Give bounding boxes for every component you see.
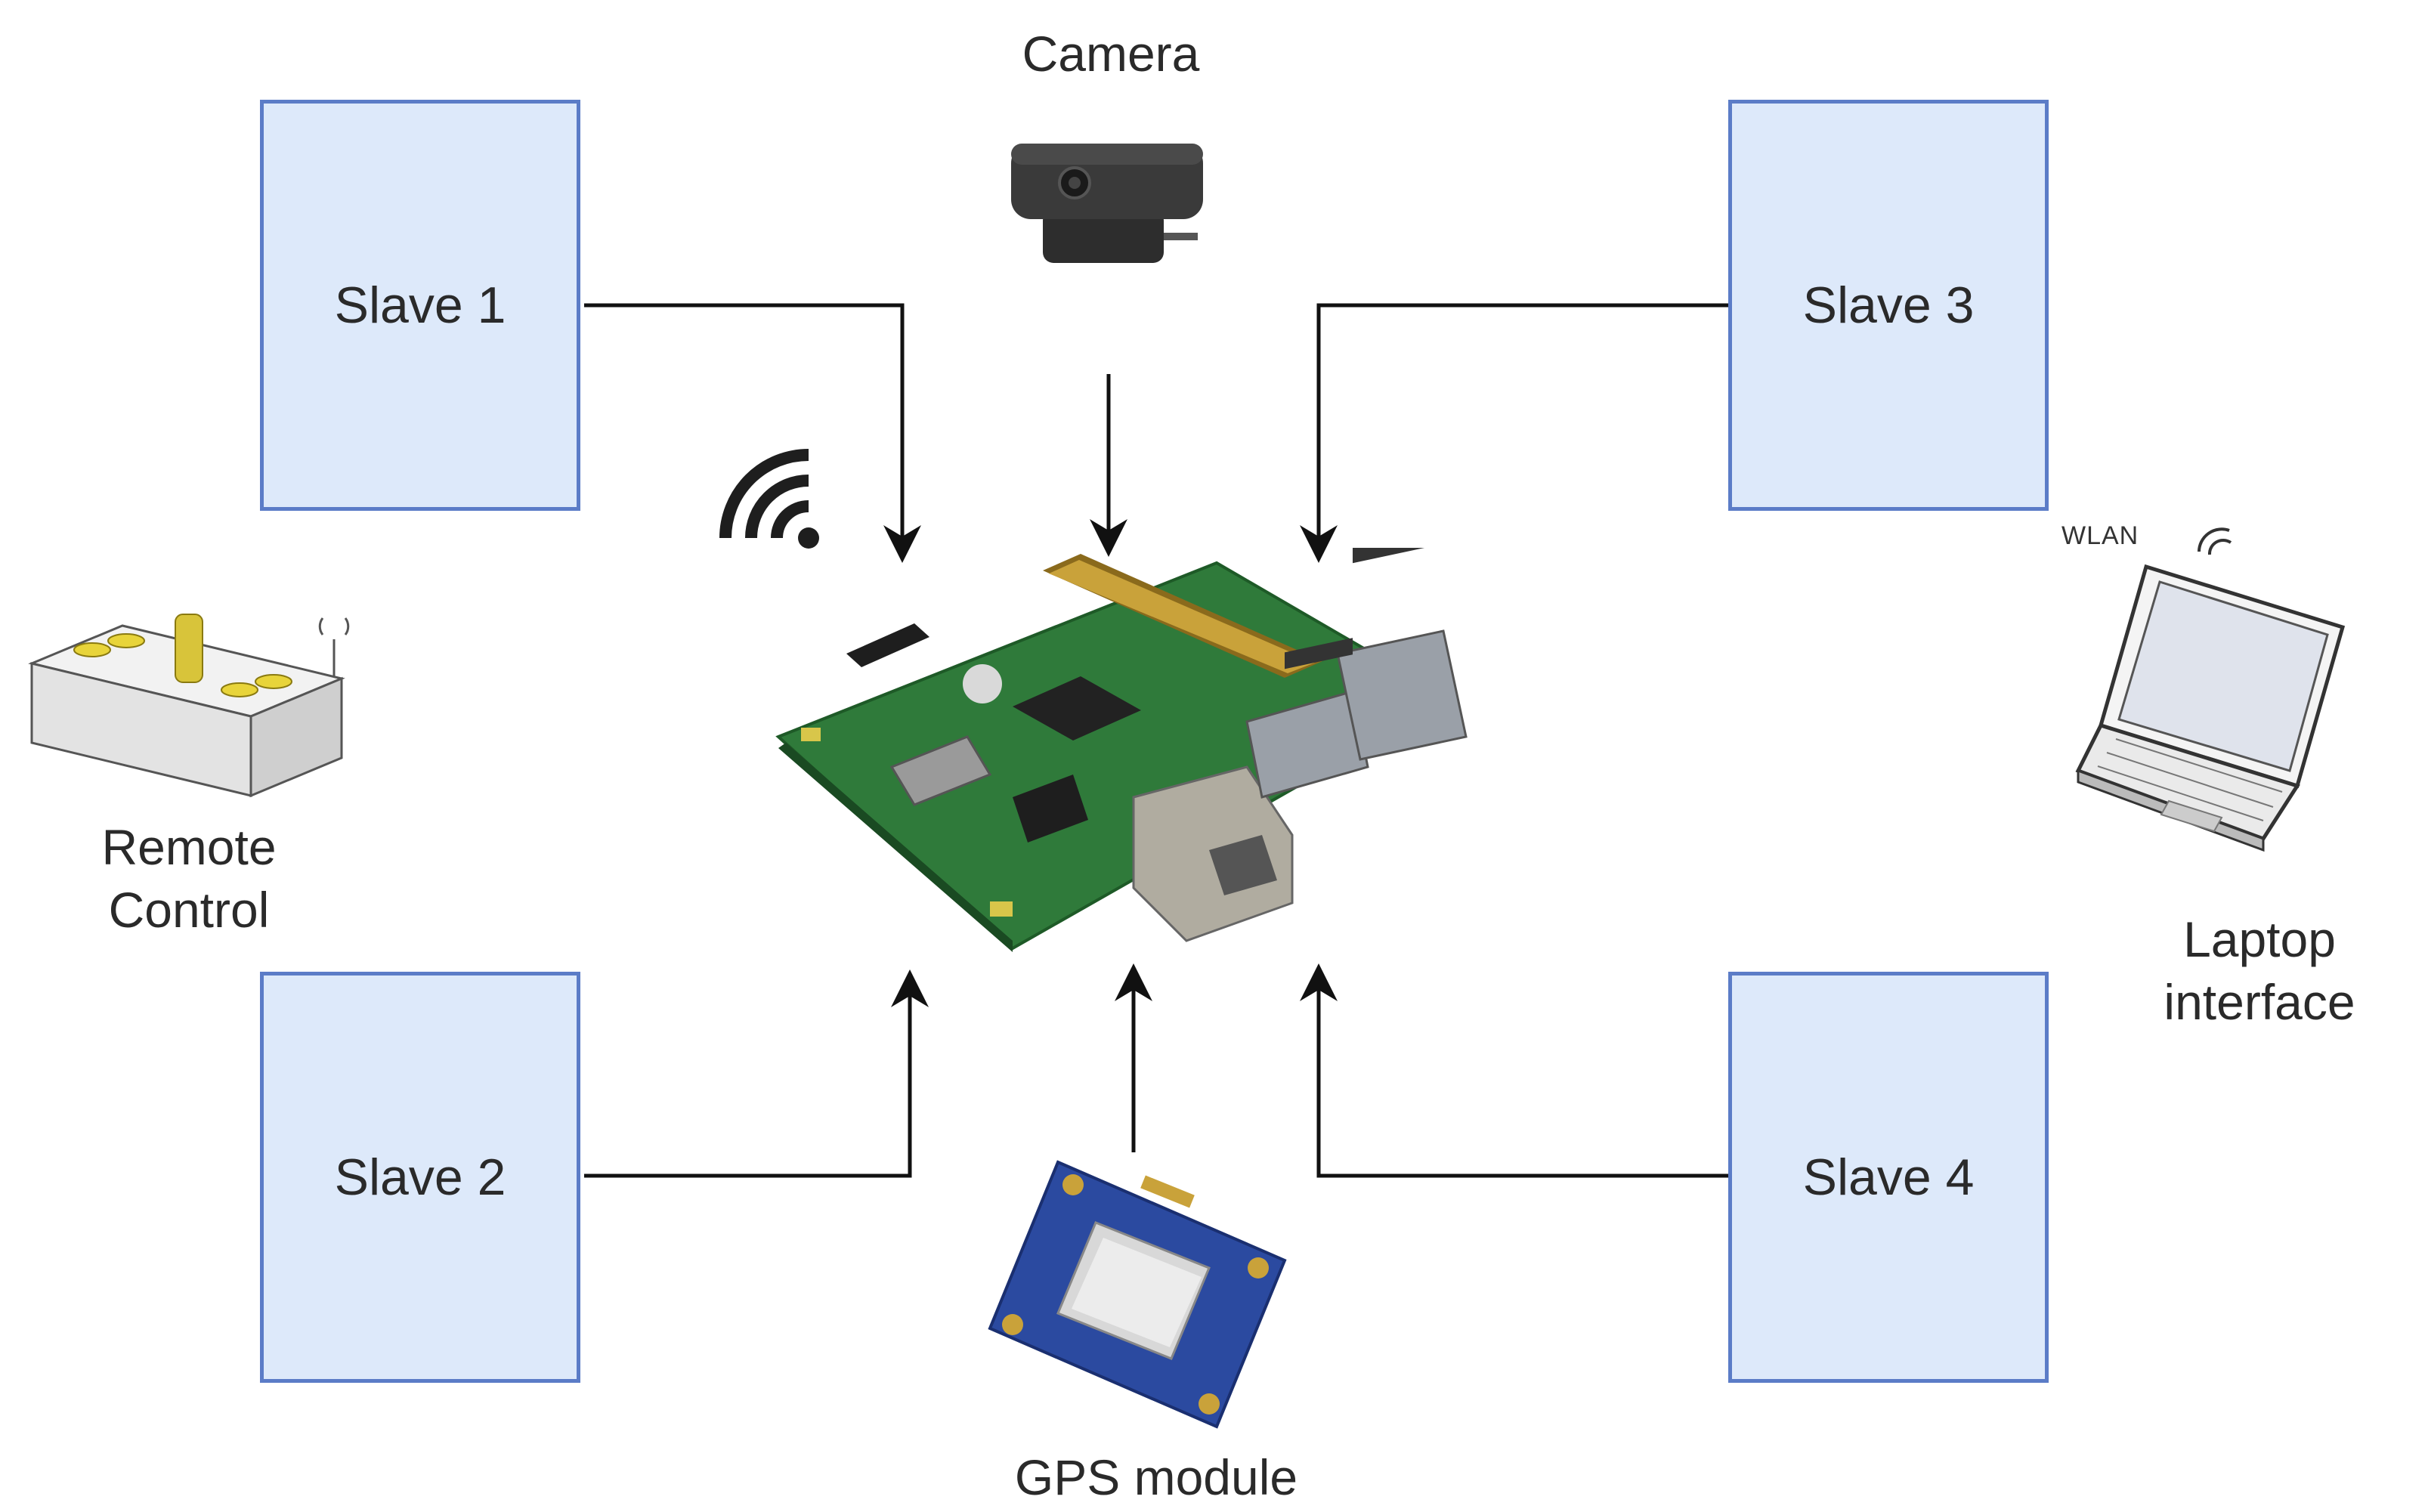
- laptop-label-line2: interface: [2164, 973, 2355, 1030]
- slave-1-label: Slave 1: [334, 277, 506, 334]
- camera-label: Camera: [1022, 26, 1200, 82]
- connector-slave-4: [1300, 963, 1731, 1178]
- connector-slave-3: [1300, 303, 1731, 563]
- wlan-label: WLAN: [2061, 521, 2139, 550]
- raspberry-pi-board-icon: [775, 548, 1468, 952]
- gpio-header: [1043, 554, 1322, 678]
- wifi-icon: [719, 449, 819, 549]
- slave-3-box: Slave 3: [1728, 100, 2049, 511]
- connector-slave-1: [584, 303, 921, 563]
- laptop-label: Laptop interface: [2131, 908, 2388, 1033]
- slave-4-label: Slave 4: [1802, 1149, 1975, 1206]
- remote-control-icon: [28, 614, 350, 798]
- remote-control-label: Remote Control: [60, 816, 317, 941]
- slave-2-box: Slave 2: [260, 972, 580, 1383]
- remote-control-label-line1: Remote: [101, 819, 277, 875]
- connector-slave-2: [584, 969, 929, 1178]
- laptop-label-line1: Laptop: [2183, 911, 2336, 967]
- gps-module-icon: [988, 1160, 1287, 1429]
- camera-icon: [1011, 144, 1203, 263]
- slave-2-label: Slave 2: [334, 1149, 506, 1206]
- gps-module-label: GPS module: [1014, 1449, 1298, 1505]
- remote-control-label-line2: Control: [108, 881, 270, 938]
- laptop-icon: [2075, 564, 2346, 852]
- slave-1-box: Slave 1: [260, 100, 580, 511]
- wlan-signal-icon: [2198, 527, 2232, 555]
- slave-4-box: Slave 4: [1728, 972, 2049, 1383]
- slave-3-label: Slave 3: [1802, 277, 1975, 334]
